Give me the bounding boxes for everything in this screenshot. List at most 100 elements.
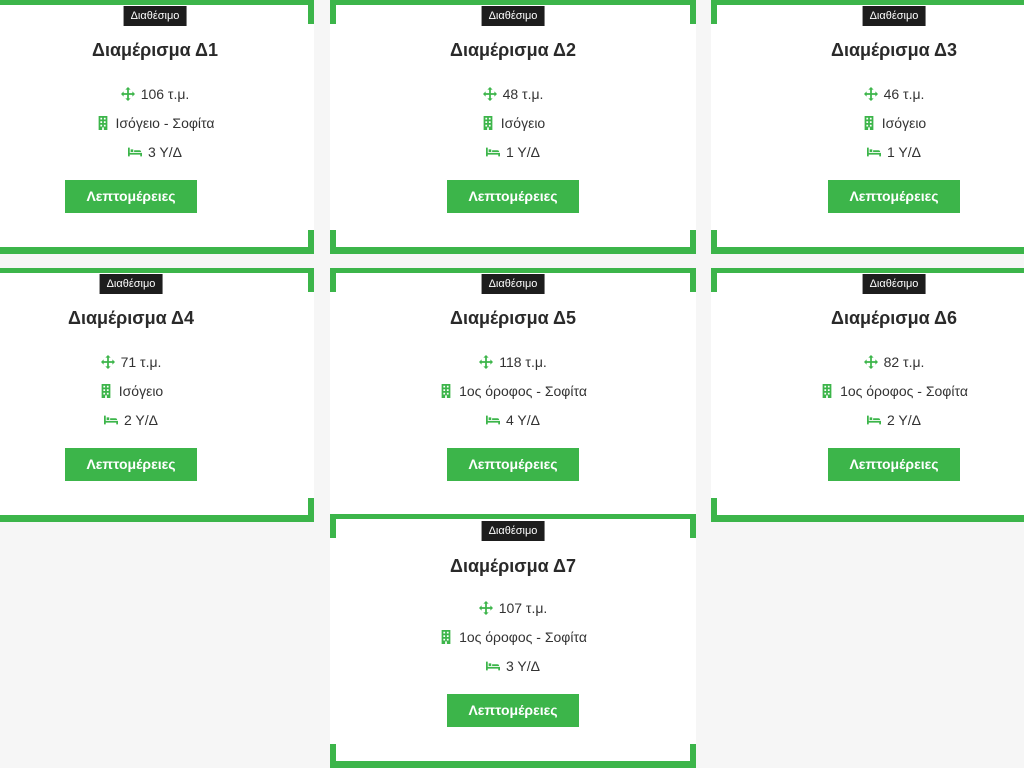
bedrooms-value: 2 Υ/Δ <box>886 412 921 428</box>
card-frame-top <box>0 0 314 5</box>
arrows-move-icon <box>482 87 497 101</box>
apartment-card: Διαθέσιμο Διαμέρισμα Δ7 107 τ.μ. 1ος όρο… <box>330 514 696 768</box>
availability-badge: Διαθέσιμο <box>862 6 926 26</box>
card-frame-top <box>330 268 696 273</box>
bedrooms-value: 3 Υ/Δ <box>147 144 182 160</box>
building-icon <box>99 384 113 398</box>
area-value: 82 τ.μ. <box>883 354 925 370</box>
card-frame-top <box>711 0 1024 5</box>
apartment-card: Διαθέσιμο Διαμέρισμα Δ2 48 τ.μ. Ισόγειο … <box>330 0 696 254</box>
area-value: 118 τ.μ. <box>499 354 547 370</box>
bed-icon <box>866 145 881 159</box>
floor-info: Ισόγειο - Σοφίτα <box>0 115 314 131</box>
apartment-title: Διαμέρισμα Δ3 <box>831 40 957 60</box>
area-info: 106 τ.μ. <box>0 86 314 102</box>
arrows-move-icon <box>120 87 135 101</box>
floor-value: 1ος όροφος - Σοφίτα <box>459 383 587 399</box>
building-icon <box>862 116 876 130</box>
apartment-title: Διαμέρισμα Δ7 <box>450 556 576 576</box>
arrows-move-icon <box>863 355 878 369</box>
area-value: 106 τ.μ. <box>140 86 190 102</box>
card-frame-bottom <box>330 761 696 768</box>
details-button[interactable]: Λεπτομέρειες <box>828 180 960 213</box>
bed-icon <box>127 145 142 159</box>
card-frame-top <box>0 268 314 273</box>
floor-info: Ισόγειο <box>711 115 1024 131</box>
floor-info: Ισόγειο <box>330 115 696 131</box>
area-value: 107 τ.μ. <box>498 600 548 616</box>
floor-info: 1ος όροφος - Σοφίτα <box>330 383 696 399</box>
apartment-title: Διαμέρισμα Δ1 <box>92 40 218 60</box>
area-info: 82 τ.μ. <box>711 354 1024 370</box>
area-value: 48 τ.μ. <box>502 86 544 102</box>
bedrooms-info: 3 Υ/Δ <box>0 144 314 160</box>
bedrooms-info: 4 Υ/Δ <box>330 412 696 428</box>
area-info: 46 τ.μ. <box>711 86 1024 102</box>
bedrooms-value: 1 Υ/Δ <box>505 144 540 160</box>
floor-info: 1ος όροφος - Σοφίτα <box>711 383 1024 399</box>
bed-icon <box>485 413 500 427</box>
card-frame-bottom <box>330 247 696 254</box>
floor-value: 1ος όροφος - Σοφίτα <box>459 629 587 645</box>
card-frame-bottom <box>0 247 314 254</box>
floor-info: 1ος όροφος - Σοφίτα <box>330 629 696 645</box>
apartment-title: Διαμέρισμα Δ5 <box>450 308 576 328</box>
availability-badge: Διαθέσιμο <box>123 6 187 26</box>
card-frame-top <box>711 268 1024 273</box>
arrows-move-icon <box>479 355 494 369</box>
area-info: 107 τ.μ. <box>330 600 696 616</box>
bedrooms-info: 3 Υ/Δ <box>330 658 696 674</box>
floor-info: Ισόγειο <box>0 383 266 399</box>
building-icon <box>439 384 453 398</box>
floor-value: 1ος όροφος - Σοφίτα <box>840 383 968 399</box>
area-info: 48 τ.μ. <box>330 86 696 102</box>
bedrooms-info: 2 Υ/Δ <box>711 412 1024 428</box>
floor-value: Ισόγειο - Σοφίτα <box>115 115 215 131</box>
apartment-title: Διαμέρισμα Δ2 <box>450 40 576 60</box>
card-frame-bottom <box>711 247 1024 254</box>
details-button[interactable]: Λεπτομέρειες <box>65 448 197 481</box>
area-info: 71 τ.μ. <box>0 354 266 370</box>
bedrooms-info: 1 Υ/Δ <box>711 144 1024 160</box>
apartment-card: Διαθέσιμο Διαμέρισμα Δ5 118 τ.μ. 1ος όρο… <box>330 268 696 522</box>
card-frame-top <box>330 514 696 519</box>
bed-icon <box>485 659 500 673</box>
apartment-title: Διαμέρισμα Δ6 <box>831 308 957 328</box>
building-icon <box>481 116 495 130</box>
area-info: 118 τ.μ. <box>330 354 696 370</box>
availability-badge: Διαθέσιμο <box>862 274 926 294</box>
apartment-card: Διαθέσιμο Διαμέρισμα Δ1 106 τ.μ. Ισόγειο… <box>0 0 314 254</box>
availability-badge: Διαθέσιμο <box>481 6 545 26</box>
floor-value: Ισόγειο <box>118 383 164 399</box>
apartment-title: Διαμέρισμα Δ4 <box>68 308 194 328</box>
details-button[interactable]: Λεπτομέρειες <box>447 448 579 481</box>
availability-badge: Διαθέσιμο <box>99 274 163 294</box>
apartment-card: Διαθέσιμο Διαμέρισμα Δ4 71 τ.μ. Ισόγειο … <box>0 268 314 522</box>
card-frame-bottom <box>711 515 1024 522</box>
bed-icon <box>866 413 881 427</box>
details-button[interactable]: Λεπτομέρειες <box>828 448 960 481</box>
details-button[interactable]: Λεπτομέρειες <box>447 694 579 727</box>
bedrooms-value: 4 Υ/Δ <box>505 412 540 428</box>
details-button[interactable]: Λεπτομέρειες <box>65 180 197 213</box>
arrows-move-icon <box>478 601 493 615</box>
bedrooms-value: 1 Υ/Δ <box>886 144 921 160</box>
building-icon <box>820 384 834 398</box>
floor-value: Ισόγειο <box>500 115 546 131</box>
card-frame-bottom <box>0 515 314 522</box>
floor-value: Ισόγειο <box>881 115 927 131</box>
arrows-move-icon <box>863 87 878 101</box>
building-icon <box>96 116 110 130</box>
bedrooms-value: 3 Υ/Δ <box>505 658 540 674</box>
availability-badge: Διαθέσιμο <box>481 521 545 541</box>
apartment-card: Διαθέσιμο Διαμέρισμα Δ6 82 τ.μ. 1ος όροφ… <box>711 268 1024 522</box>
details-button[interactable]: Λεπτομέρειες <box>447 180 579 213</box>
building-icon <box>439 630 453 644</box>
apartment-card: Διαθέσιμο Διαμέρισμα Δ3 46 τ.μ. Ισόγειο … <box>711 0 1024 254</box>
area-value: 46 τ.μ. <box>883 86 925 102</box>
bedrooms-value: 2 Υ/Δ <box>123 412 158 428</box>
card-frame-top <box>330 0 696 5</box>
area-value: 71 τ.μ. <box>120 354 162 370</box>
bedrooms-info: 2 Υ/Δ <box>0 412 266 428</box>
